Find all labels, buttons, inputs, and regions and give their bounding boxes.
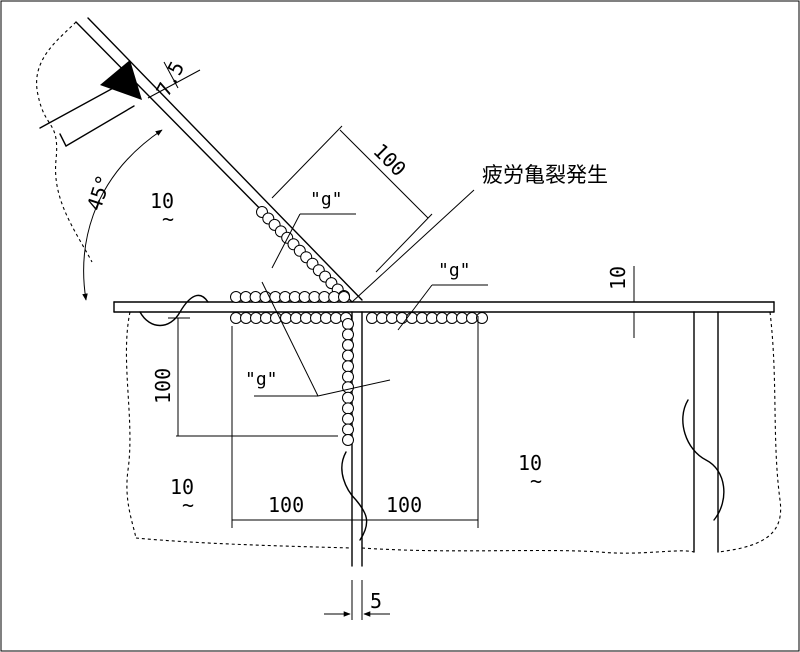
weld-bead: [456, 312, 468, 324]
weld-beads-diagonal: [256, 206, 350, 302]
weld-bead: [342, 402, 354, 415]
dim-10-top: 10: [606, 266, 642, 338]
thickness-left-plate: 10: [150, 189, 174, 213]
weld-bead: [396, 312, 408, 324]
weld-bead: [342, 318, 354, 330]
weld-bead: [466, 312, 478, 324]
weld-bead: [320, 312, 332, 324]
weld-g-diagonal: "g": [271, 189, 356, 269]
weld-bead: [290, 312, 302, 324]
weld-bead: [406, 312, 418, 324]
weld-bead: [376, 312, 388, 324]
weld-bead: [249, 291, 262, 303]
weld-beads-under: [230, 312, 488, 324]
weld-bead: [342, 434, 354, 446]
weld-bead: [330, 312, 342, 324]
weld-bead: [342, 412, 354, 425]
angle-45: 45°: [82, 129, 163, 301]
fatigue-crack-label: 疲労亀裂発生: [482, 163, 608, 187]
weld-bead: [366, 312, 378, 324]
weld-g-diagonal-text: "g": [310, 189, 343, 210]
dim-100-vertical: 100: [151, 317, 338, 437]
thickness-lower-left: 10: [170, 475, 194, 499]
weld-bead: [342, 370, 354, 383]
dim-10-top-text: 10: [606, 266, 630, 290]
weld-bead: [308, 291, 321, 303]
dim-100-diagonal-text: 100: [368, 139, 411, 182]
weld-beads-vertical: [342, 318, 354, 446]
dim-100-vertical-text: 100: [151, 368, 175, 404]
dim-7-5: 7.5: [147, 57, 201, 100]
weld-bead: [342, 381, 354, 394]
dim-100-bottom: 100 100: [231, 316, 479, 528]
tilde-lower-left: ~: [182, 493, 194, 517]
right-vertical-member: [682, 311, 725, 553]
weld-bead: [240, 312, 252, 324]
dim-100-right-text: 100: [386, 493, 422, 517]
weld-bead: [386, 312, 398, 324]
weld-bead: [300, 312, 312, 324]
lower-plate-region: [125, 294, 782, 554]
weld-bead: [230, 312, 242, 324]
weld-g-horizontal: "g": [397, 260, 488, 331]
tilde-left-plate: ~: [162, 207, 174, 231]
weld-bead: [342, 339, 354, 352]
weld-bead: [342, 391, 354, 404]
weld-beads-top: [230, 291, 350, 303]
weld-g-horizontal-text: "g": [438, 260, 471, 281]
angle-45-text: 45°: [82, 172, 116, 214]
weld-bead: [338, 291, 350, 303]
thickness-lower-right: 10: [518, 451, 542, 475]
weld-bead: [342, 360, 354, 373]
weld-bead: [310, 312, 322, 324]
horizontal-plate: [113, 301, 775, 313]
weld-bead: [250, 312, 262, 324]
weld-g-vertical: "g": [245, 281, 391, 397]
dim-5: 5: [324, 580, 390, 620]
weld-bead: [426, 312, 438, 324]
weld-bead: [342, 349, 354, 362]
weld-bead: [416, 312, 428, 324]
dim-7-5-text: 7.5: [151, 57, 189, 100]
weld-bead: [260, 312, 272, 324]
weld-bead: [446, 312, 458, 324]
weld-bead: [342, 423, 354, 436]
weld-g-vertical-text: "g": [245, 369, 278, 390]
dim-100-left-text: 100: [268, 493, 304, 517]
weld-bead: [476, 312, 488, 324]
dim-5-text: 5: [370, 589, 382, 613]
weld-bead: [342, 328, 354, 341]
tilde-lower-right: ~: [530, 469, 542, 493]
weld-bead: [436, 312, 448, 324]
weld-bead: [280, 312, 292, 324]
fatigue-crack-callout: 疲労亀裂発生: [351, 163, 608, 303]
